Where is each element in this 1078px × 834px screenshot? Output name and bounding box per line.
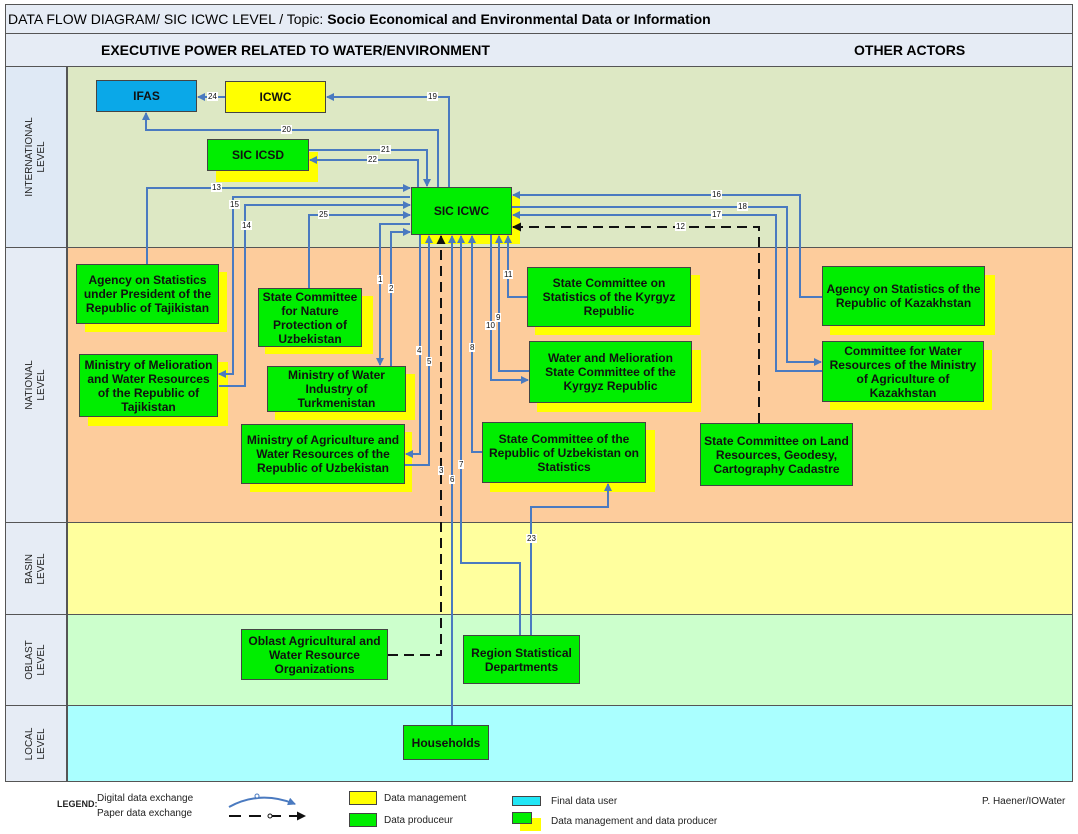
- node-ifas-label: IFAS: [133, 89, 160, 103]
- node-agri-uzb[interactable]: Ministry of Agriculture and Water Resour…: [241, 424, 405, 484]
- node-ministry-tajik[interactable]: Ministry of Melioration and Water Resour…: [79, 354, 218, 417]
- node-nature-uzb[interactable]: State Committee for Nature Protection of…: [258, 288, 362, 347]
- node-agency-tajik[interactable]: Agency on Statistics under President of …: [76, 264, 219, 324]
- level-label-basin: BASIN LEVEL: [5, 522, 67, 615]
- legend-mgmt-producer-label: Data management and data producer: [551, 816, 718, 827]
- band-basin: [67, 522, 1073, 615]
- flow-label-22: 22: [367, 155, 378, 164]
- node-agri-uzb-label: Ministry of Agriculture and Water Resour…: [246, 433, 400, 475]
- node-nature-uzb-label: State Committee for Nature Protection of…: [262, 289, 358, 346]
- node-agency-tajik-label: Agency on Statistics under President of …: [83, 273, 212, 315]
- flow-label-3: 3: [438, 466, 445, 475]
- legend-producer-label: Data produceur: [384, 815, 453, 826]
- node-icwc-label: ICWC: [259, 90, 292, 104]
- flow-label-11: 11: [503, 270, 514, 279]
- flow-label-1: 1: [377, 275, 384, 284]
- flow-label-15: 15: [229, 200, 240, 209]
- node-land-committee-label: State Committee on Land Resources, Geode…: [704, 433, 849, 476]
- flow-label-8: 8: [469, 343, 476, 352]
- level-label-local: LOCAL LEVEL: [5, 705, 67, 782]
- level-label-international: INTERNATIONAL LEVEL: [5, 66, 67, 248]
- node-region-stat[interactable]: Region Statistical Departments: [463, 635, 580, 684]
- node-stat-kyrgyz[interactable]: State Committee on Statistics of the Kyr…: [527, 267, 691, 327]
- legend-final-user-label: Final data user: [551, 796, 618, 807]
- flow-label-18: 18: [737, 202, 748, 211]
- node-households[interactable]: Households: [403, 725, 489, 760]
- node-water-kazakh[interactable]: Committee for Water Resources of the Min…: [822, 341, 984, 402]
- legend-swatch-mgmt-producer: [512, 812, 532, 824]
- node-agency-kazakh[interactable]: Agency on Statistics of the Republic of …: [822, 266, 985, 326]
- flow-label-23: 23: [526, 534, 537, 543]
- flow-label-6: 6: [449, 475, 456, 484]
- node-households-label: Households: [411, 735, 481, 750]
- legend-management-label: Data management: [384, 793, 467, 804]
- header-executive-power: EXECUTIVE POWER RELATED TO WATER/ENVIRON…: [101, 42, 490, 58]
- level-basin-text: BASIN LEVEL: [24, 552, 47, 585]
- legend-digital-arrow-icon: [228, 796, 296, 808]
- legend-digital-label: Digital data exchange: [97, 793, 194, 804]
- title-topic: Socio Economical and Environmental Data …: [327, 11, 711, 27]
- legend-swatch-producer: [349, 813, 377, 827]
- node-water-kazakh-label: Committee for Water Resources of the Min…: [829, 343, 977, 400]
- flow-label-4: 4: [416, 346, 423, 355]
- node-ministry-tajik-label: Ministry of Melioration and Water Resour…: [84, 357, 213, 414]
- legend-swatch-final-user: [512, 796, 541, 806]
- flow-label-7: 7: [458, 460, 465, 469]
- legend-title: LEGEND:: [57, 799, 98, 809]
- node-region-stat-label: Region Statistical Departments: [471, 645, 572, 674]
- node-oblast-agri-label: Oblast Agricultural and Water Resource O…: [248, 633, 381, 676]
- node-water-turkmen[interactable]: Ministry of Water Industry of Turkmenist…: [267, 366, 406, 412]
- node-sic-icwc[interactable]: SIC ICWC: [411, 187, 512, 235]
- flow-label-16: 16: [711, 190, 722, 199]
- flow-label-17: 17: [711, 210, 722, 219]
- node-stat-uzb[interactable]: State Committee of the Republic of Uzbek…: [482, 422, 646, 483]
- flow-label-2: 2: [388, 284, 395, 293]
- node-water-turkmen-label: Ministry of Water Industry of Turkmenist…: [288, 368, 385, 410]
- flow-label-12: 12: [675, 222, 686, 231]
- column-header-bar: EXECUTIVE POWER RELATED TO WATER/ENVIRON…: [5, 33, 1073, 67]
- title-prefix: DATA FLOW DIAGRAM/ SIC ICWC LEVEL / Topi…: [8, 11, 328, 27]
- level-oblast-text: OBLAST LEVEL: [24, 640, 47, 680]
- credit-text: P. Haener/IOWater: [982, 796, 1066, 807]
- level-national-text: NATIONAL LEVEL: [24, 360, 47, 410]
- flow-label-9: 9: [495, 313, 502, 322]
- flow-label-19: 19: [427, 92, 438, 101]
- node-icwc[interactable]: ICWC: [225, 81, 326, 113]
- flow-label-13: 13: [211, 183, 222, 192]
- node-water-kyrgyz-label: Water and Melioration State Committee of…: [545, 351, 676, 393]
- level-label-oblast: OBLAST LEVEL: [5, 614, 67, 706]
- level-local-text: LOCAL LEVEL: [24, 727, 47, 760]
- level-label-national: NATIONAL LEVEL: [5, 247, 67, 523]
- node-agency-kazakh-label: Agency on Statistics of the Republic of …: [826, 282, 981, 310]
- band-local: [67, 705, 1073, 782]
- node-ifas[interactable]: IFAS: [96, 80, 197, 112]
- node-water-kyrgyz[interactable]: Water and Melioration State Committee of…: [529, 341, 692, 403]
- flow-label-14: 14: [241, 221, 252, 230]
- legend-paper-label: Paper data exchange: [97, 808, 193, 819]
- header-other-actors: OTHER ACTORS: [854, 42, 966, 58]
- node-stat-uzb-label: State Committee of the Republic of Uzbek…: [488, 431, 639, 474]
- flow-label-10: 10: [485, 321, 496, 330]
- node-stat-kyrgyz-label: State Committee on Statistics of the Kyr…: [542, 276, 676, 318]
- legend-line-samples: [228, 793, 306, 821]
- flow-label-24: 24: [207, 92, 218, 101]
- node-sic-icwc-label: SIC ICWC: [433, 204, 490, 218]
- level-international-text: INTERNATIONAL LEVEL: [24, 117, 47, 197]
- flow-label-5: 5: [426, 357, 433, 366]
- diagram-title: DATA FLOW DIAGRAM/ SIC ICWC LEVEL / Topi…: [5, 4, 1073, 34]
- legend-swatch-management: [349, 791, 377, 805]
- node-oblast-agri[interactable]: Oblast Agricultural and Water Resource O…: [241, 629, 388, 680]
- flow-label-25: 25: [318, 210, 329, 219]
- flow-label-21: 21: [380, 145, 391, 154]
- node-land-committee[interactable]: State Committee on Land Resources, Geode…: [700, 423, 853, 486]
- node-sic-icsd[interactable]: SIC ICSD: [207, 139, 309, 171]
- flow-label-20: 20: [281, 125, 292, 134]
- node-sic-icsd-label: SIC ICSD: [231, 148, 284, 162]
